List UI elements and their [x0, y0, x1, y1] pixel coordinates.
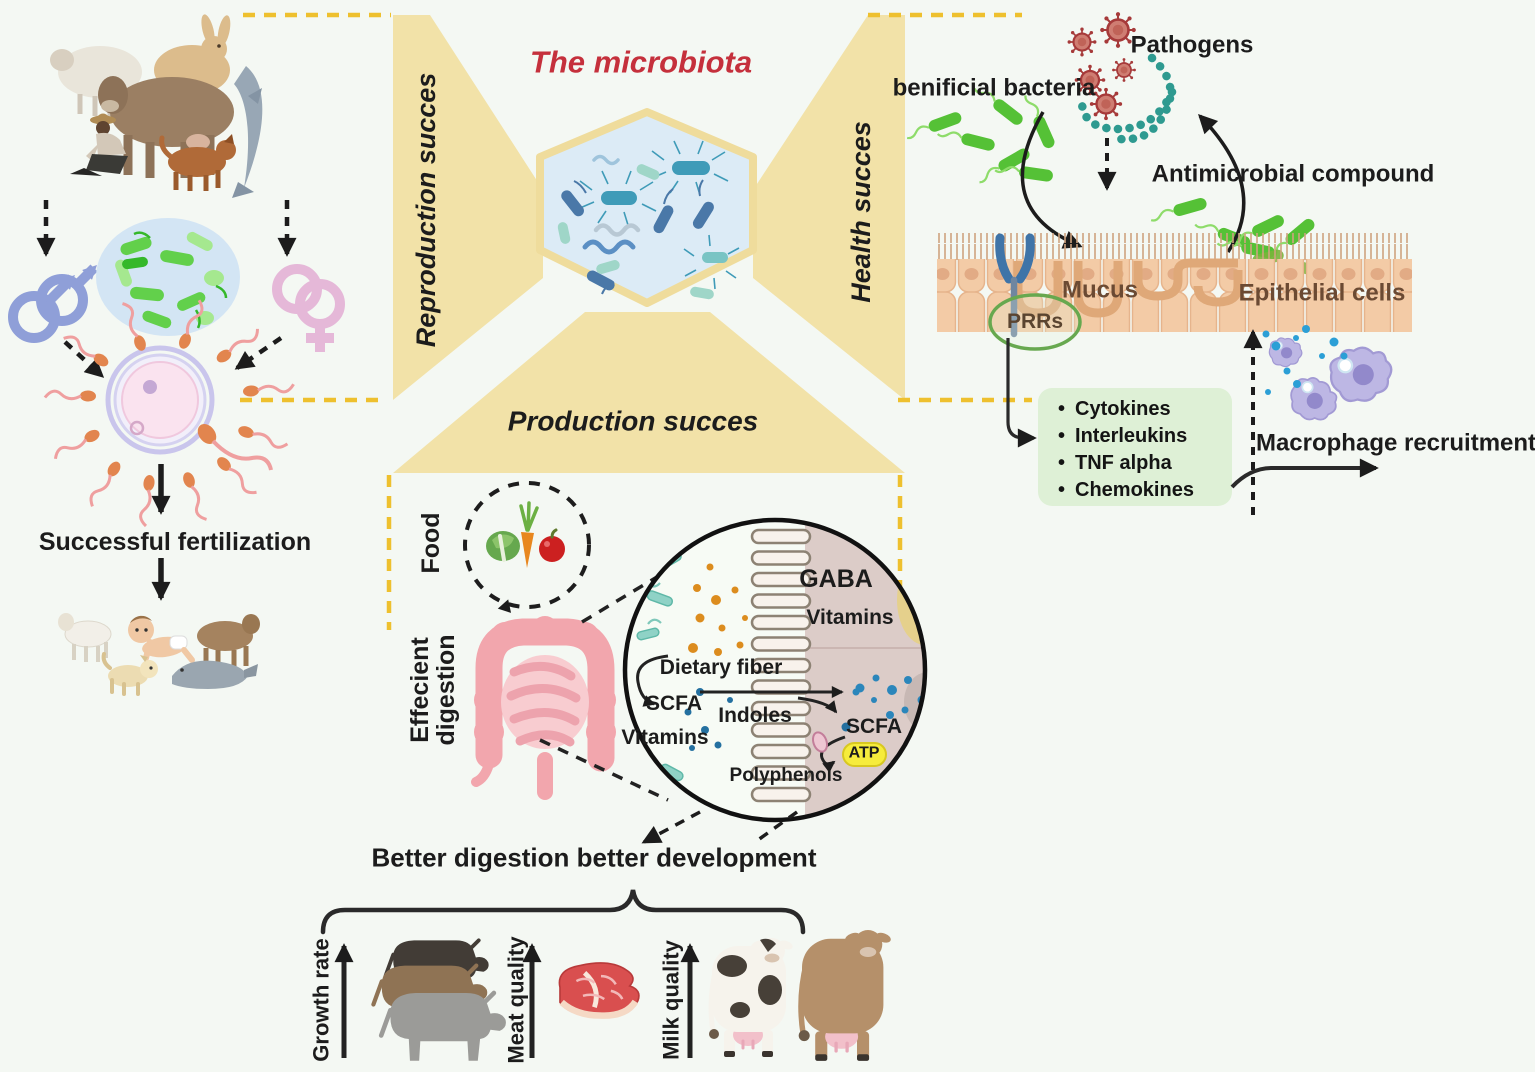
health-funnel-label: Health succes: [845, 121, 876, 303]
magnifier-connector-lines: [539, 560, 683, 802]
mediator-item: TNF alpha: [1058, 450, 1228, 477]
microbiota-hexagon-icon: [536, 108, 757, 307]
vitamins-right-label: Vitamins: [806, 605, 894, 629]
indoles-label: Indoles: [718, 703, 792, 727]
production-funnel-label: Production succes: [507, 405, 759, 437]
reproduction-funnel-label: Reproduction succes: [410, 72, 441, 348]
hexagon-bacteria-icon: [557, 140, 740, 300]
fertilization-label: Successful fertilization: [38, 527, 312, 556]
outcome-heading: Better digestion better development: [371, 842, 817, 873]
milk-quality-label: Milk quality: [658, 940, 684, 1060]
mediators-list: Cytokines Interleukins TNF alpha Chemoki…: [1058, 396, 1228, 504]
outcome-brace: [320, 889, 806, 935]
antimicrobial-label: Antimicrobial compound: [1151, 160, 1435, 188]
meat-quality-label: Meat quality: [503, 936, 529, 1064]
prrs-label: PRRs: [1006, 309, 1064, 333]
scfa-left-label: SCFA: [645, 691, 703, 715]
mediator-item: Interleukins: [1058, 423, 1228, 450]
funnel-shapes: [393, 15, 905, 473]
efficient-digestion-label: Effecient digestion: [405, 634, 460, 746]
mediator-item: Chemokines: [1058, 477, 1228, 504]
pathogens-icon: [1066, 10, 1138, 122]
male-symbol-icon: [8, 264, 98, 343]
circle-to-outcome-lines: [641, 810, 799, 844]
food-circle-icon: [463, 481, 591, 613]
polyphenols-label: Polyphenols: [729, 765, 843, 787]
food-label: Food: [416, 512, 445, 574]
prr-receptor-icon: [988, 233, 1082, 351]
dietary-fiber-label: Dietary fiber: [659, 655, 783, 679]
digestion-line2: digestion: [432, 634, 460, 746]
macrophage-recruitment-label: Macrophage recruitment: [1255, 429, 1535, 457]
prr-signal-line: [1006, 338, 1037, 448]
scfa-right-label: SCFA: [845, 714, 903, 738]
growth-rate-label: Growth rate: [308, 938, 334, 1062]
mucus-label: Mucus: [1061, 276, 1139, 304]
pathogens-label: Pathogens: [1130, 31, 1254, 59]
milk-cows-icon: [709, 930, 892, 1061]
offspring-animals-icon: [58, 613, 260, 696]
atp-label: ATP: [848, 744, 880, 762]
macrophage-arrow: [1230, 458, 1379, 489]
strep-chain-icon: [1077, 53, 1177, 144]
transfer-arrows: [36, 200, 297, 378]
growth-cattle-icon: [373, 938, 506, 1060]
egg-fertilization-icon: [43, 297, 296, 528]
metric-up-arrows: [334, 943, 700, 1058]
host-animals-icon: [50, 14, 263, 198]
mediator-item: Cytokines: [1058, 396, 1228, 423]
female-symbol-icon: [272, 264, 345, 352]
epithelial-cells-label: Epithelial cells: [1238, 279, 1406, 307]
gaba-label: GABA: [799, 564, 873, 593]
beneficial-bacteria-label: benificial bacteria: [892, 74, 1096, 102]
microbiome-blob-icon: [96, 218, 240, 336]
figure-title: The microbiota: [529, 44, 753, 80]
intestine-icon: [471, 616, 616, 800]
digestion-line1: Effecient: [405, 637, 434, 743]
vitamins-left-label: Vitamins: [621, 725, 709, 749]
macrophages-icon: [1262, 325, 1399, 428]
meat-icon: [558, 962, 640, 1019]
